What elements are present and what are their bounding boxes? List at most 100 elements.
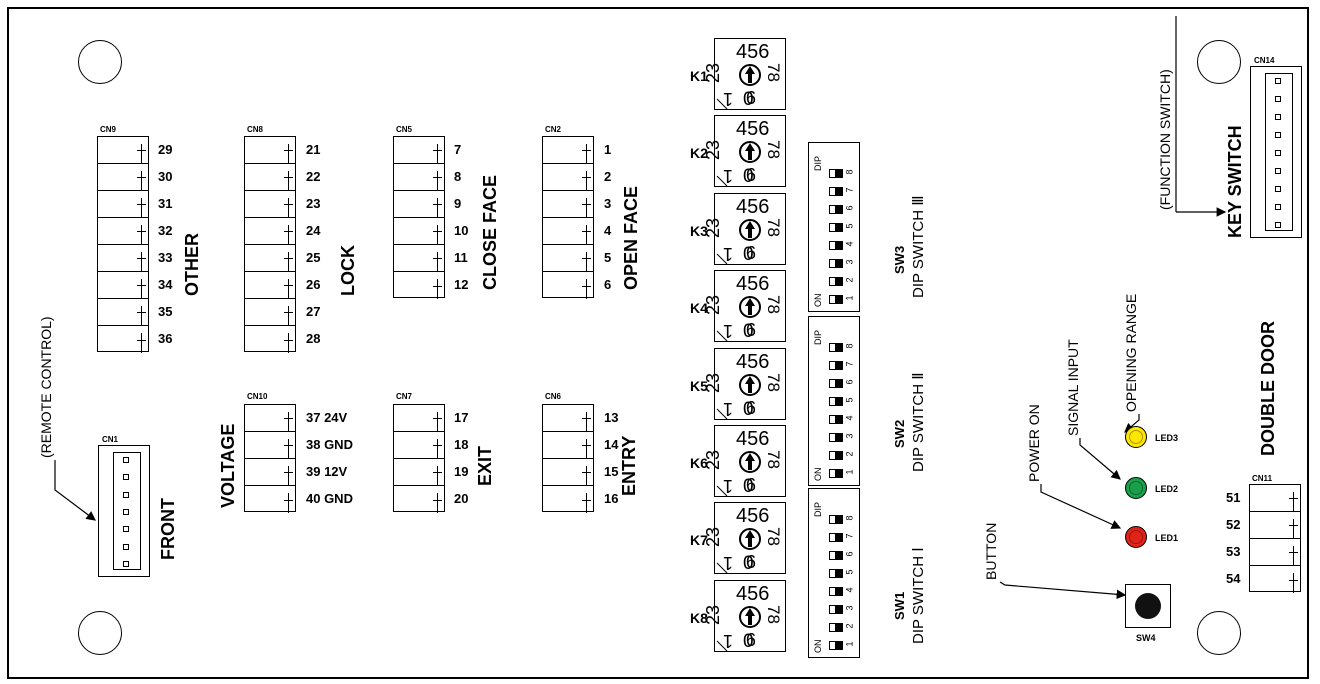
dip-toggle[interactable] (829, 379, 843, 388)
cn2-contact-bar (582, 204, 591, 205)
dip-position-number: 4 (844, 587, 855, 593)
dip-toggle[interactable] (829, 569, 843, 578)
dip-position-number: 2 (844, 277, 855, 283)
dip-toggle[interactable] (829, 259, 843, 268)
cn2-cell (543, 137, 593, 164)
dip-toggle[interactable] (829, 641, 843, 650)
cn9-contact-bar (137, 177, 146, 178)
dip-toggle[interactable] (829, 469, 843, 478)
dip-toggle[interactable] (829, 295, 843, 304)
cn8-label: CN8 (247, 125, 264, 134)
cn9-connector (97, 136, 149, 353)
cn7-cell (394, 486, 444, 513)
dip-position-number: 4 (844, 241, 855, 247)
dial-digit: 1 (723, 399, 733, 419)
dial-arrow-icon (745, 220, 755, 238)
dial-digit: 23 (703, 373, 723, 393)
cn1-pin (123, 561, 129, 567)
cn8-contact (288, 251, 289, 272)
cn5-cell (394, 218, 444, 245)
dial-digit: 1 (723, 631, 733, 651)
dial-arrow-icon (745, 143, 755, 161)
cn14-pin (1275, 150, 1281, 156)
dip-toggle[interactable] (829, 343, 843, 352)
dip-toggle[interactable] (829, 187, 843, 196)
dip-toggle-knob (835, 570, 842, 577)
dip-toggle[interactable] (829, 241, 843, 250)
dip-toggle[interactable] (829, 551, 843, 560)
dip-toggle[interactable] (829, 205, 843, 214)
dip-toggle[interactable] (829, 605, 843, 614)
cn7-pin-number: 18 (454, 436, 469, 452)
cn8-contact-bar (284, 204, 293, 205)
dip-toggle[interactable] (829, 397, 843, 406)
dip-toggle[interactable] (829, 451, 843, 460)
dip-toggle[interactable] (829, 587, 843, 596)
cn11-contact (1293, 572, 1294, 593)
cn8-contact (288, 224, 289, 245)
dip-toggle-knob (835, 624, 842, 631)
cn10-connector (244, 404, 296, 513)
cn7-contact-bar (433, 445, 442, 446)
cn5-contact (437, 278, 438, 299)
cn8-pin-number: 26 (306, 276, 321, 292)
dip-toggle[interactable] (829, 277, 843, 286)
dip-position-number: 4 (844, 415, 855, 421)
dip-toggle[interactable] (829, 223, 843, 232)
cn10-cell (245, 459, 295, 486)
dial-digit: 456 (736, 196, 769, 218)
cn8-contact-bar (284, 258, 293, 259)
dip-position-number: 1 (844, 295, 855, 301)
cn14-pin (1275, 132, 1281, 138)
dip-toggle[interactable] (829, 533, 843, 542)
cn10-contact-bar (284, 418, 293, 419)
dip-toggle[interactable] (829, 433, 843, 442)
on-marking: ON (813, 639, 823, 654)
dial-digit: 23 (703, 295, 723, 315)
dial-digit: 456 (736, 505, 769, 527)
dip-toggle[interactable] (829, 623, 843, 632)
on-marking: ON (813, 293, 823, 308)
cn9-cell (98, 137, 148, 164)
cn6-contact-bar (582, 418, 591, 419)
dial-digit: 1 (723, 244, 733, 264)
cn10-contact-bar (284, 472, 293, 473)
dip-toggle[interactable] (829, 169, 843, 178)
dip-toggle[interactable] (829, 361, 843, 370)
sw4-button[interactable] (1125, 584, 1171, 628)
cn10-pin-number: 39 12V (306, 463, 348, 479)
cn1-housing (113, 452, 141, 570)
cn6-pin-number: 16 (604, 490, 619, 506)
cn11-contact (1293, 545, 1294, 566)
dip-position-number: 7 (844, 187, 855, 193)
dip-toggle[interactable] (829, 415, 843, 424)
dip-toggle[interactable] (829, 515, 843, 524)
cn5-pin-number: 7 (454, 141, 462, 157)
cn9-pin-number: 35 (158, 303, 173, 319)
cn2-contact-bar (582, 231, 591, 232)
cn5-contact-bar (433, 204, 442, 205)
dial-arrow-icon (745, 530, 755, 548)
led-label: LED3 (1155, 433, 1179, 443)
cn5-cell (394, 245, 444, 272)
cn9-cell (98, 191, 148, 218)
cn9-pin-number: 36 (158, 330, 173, 346)
dial-corner-mark (716, 563, 728, 574)
cn14-connector (1250, 66, 1302, 238)
cn8-cell (245, 191, 295, 218)
cn11-contact-bar (1289, 525, 1298, 526)
cn5-pin-number: 11 (454, 249, 468, 265)
